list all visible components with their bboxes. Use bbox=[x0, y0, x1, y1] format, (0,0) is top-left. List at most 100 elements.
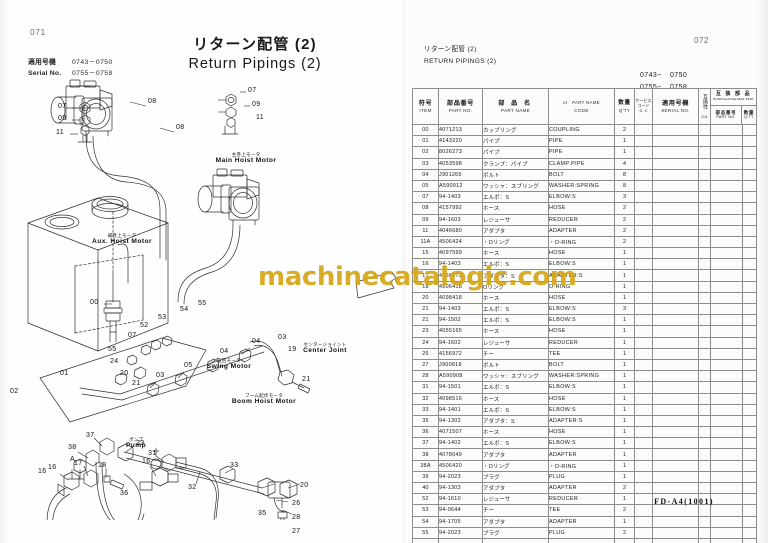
cell-ica bbox=[698, 224, 711, 237]
cell-qty: 1 bbox=[614, 493, 635, 506]
cell-item: 52 bbox=[412, 493, 439, 506]
cell-ic-qty bbox=[741, 291, 758, 305]
cell-item: 36 bbox=[412, 426, 439, 439]
cell-ic-qty bbox=[741, 157, 758, 170]
cell-part-name: エルボ：S bbox=[482, 258, 549, 271]
cell-ic-part-no bbox=[710, 336, 743, 349]
cell-item: 09 bbox=[412, 213, 439, 226]
exploded-parts-diagram: 07 09 11 07 09 11 08 08 00 03 05 04 04 0… bbox=[0, 70, 404, 535]
cell-qty: 1 bbox=[614, 470, 635, 484]
cell-ica bbox=[698, 235, 711, 249]
cell-part-no: 94-2023 bbox=[438, 526, 483, 539]
cell-qty: 2 bbox=[614, 235, 635, 249]
cell-item: 03 bbox=[412, 157, 439, 170]
cell-part-no: 4143220 bbox=[438, 135, 483, 148]
cell-name-code: ELBOW:S bbox=[548, 258, 615, 271]
cell-part-name: ・Oリング bbox=[482, 459, 549, 472]
pump-hose-assembly bbox=[46, 467, 179, 520]
cell-serial-no bbox=[652, 526, 699, 539]
cell-ica bbox=[698, 191, 711, 204]
cell-item: 26 bbox=[412, 347, 439, 360]
cell-ica bbox=[698, 336, 711, 349]
cell-qty: 1 bbox=[614, 448, 635, 461]
cell-name-code: HOSE bbox=[548, 202, 615, 215]
cell-ica bbox=[698, 481, 711, 495]
cell-service-code bbox=[634, 202, 653, 215]
serial-label-en: Serial No. bbox=[28, 70, 62, 78]
cell-part-no: 94-1302 bbox=[438, 414, 483, 428]
cell-serial-no bbox=[652, 392, 699, 405]
cell-ic-qty bbox=[741, 280, 758, 293]
cell-qty: 1 bbox=[614, 414, 635, 428]
cell-service-code bbox=[634, 179, 653, 193]
cell-ic-part-no bbox=[710, 426, 743, 439]
cell-name-code: ELBOW:S bbox=[548, 302, 615, 316]
cell-service-code bbox=[634, 347, 653, 360]
cell-part-name: ホース bbox=[482, 426, 549, 439]
cell-serial-no bbox=[652, 370, 699, 383]
cell-part-name: アダプタ bbox=[482, 515, 549, 528]
cell-serial-no bbox=[652, 481, 699, 495]
serial-to-1: 0750 bbox=[670, 72, 688, 79]
cell-ic-part-no bbox=[710, 448, 743, 461]
cell-ic-qty bbox=[741, 504, 758, 517]
cell-qty: 1 bbox=[614, 459, 635, 472]
cell-qty: 1 bbox=[614, 135, 635, 148]
cell-qty: 1 bbox=[614, 247, 635, 260]
cell-ic-qty bbox=[741, 426, 758, 439]
cell-serial-no bbox=[652, 381, 699, 394]
cell-service-code bbox=[634, 336, 653, 349]
cell-ica bbox=[698, 146, 711, 159]
cell-qty: 1 bbox=[614, 258, 635, 271]
cell-part-name: エルボ：S bbox=[482, 437, 549, 450]
cell-ica bbox=[698, 370, 711, 383]
cell-part-no: 4506420 bbox=[438, 459, 483, 472]
cell-qty: 1 bbox=[614, 146, 635, 159]
cell-part-no: 4046680 bbox=[438, 224, 483, 237]
cell-part-name: クランプ：パイプ bbox=[482, 157, 549, 170]
cell-ic-part-no bbox=[710, 168, 743, 181]
cell-ic-qty bbox=[741, 247, 758, 260]
th-item: 符号 ITEM bbox=[412, 88, 439, 125]
cell-ic-qty bbox=[741, 123, 758, 137]
parts-table-container: 符号 ITEM 部品番号 PART NO. 部 品 名 PART NAME or… bbox=[412, 88, 758, 543]
cell-part-no: 4097599 bbox=[438, 247, 483, 260]
